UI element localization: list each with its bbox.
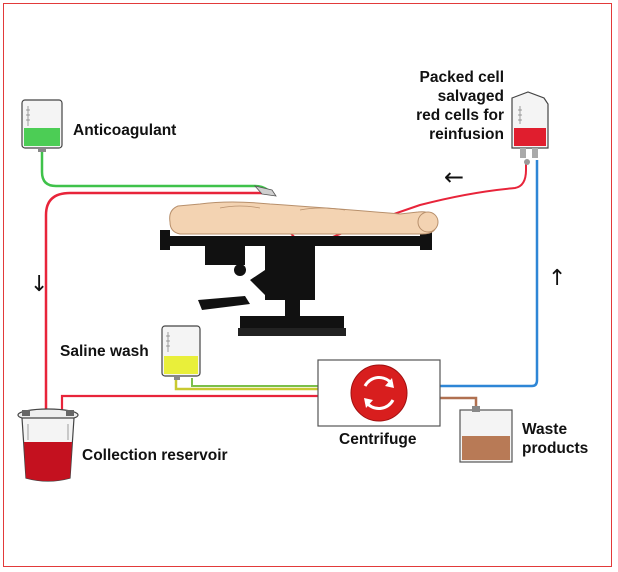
saline-line xyxy=(174,378,318,391)
suction-line xyxy=(44,191,270,410)
operating-table xyxy=(160,230,432,336)
return-line xyxy=(440,160,539,388)
anticoagulant-line xyxy=(40,150,269,192)
label-centrifuge: Centrifuge xyxy=(339,431,417,448)
label-packed-cells-line-4: reinfusion xyxy=(429,126,504,143)
label-waste-products: Waste products xyxy=(522,420,588,458)
collection-reservoir xyxy=(17,408,79,482)
label-packed-cells-line-2: salvaged xyxy=(437,88,504,105)
left-arrow: ← xyxy=(444,163,465,191)
figure-frame xyxy=(3,3,612,567)
down-arrow: ↓ xyxy=(30,272,49,297)
waste-container xyxy=(459,406,513,463)
label-packed-cells: Packed cell salvaged red cells for reinf… xyxy=(416,68,504,144)
suction-wand xyxy=(253,185,277,197)
packed-cell-bag xyxy=(511,91,549,165)
anticoagulant-bag xyxy=(21,99,63,152)
label-collection-reservoir: Collection reservoir xyxy=(82,447,228,464)
up-arrow: ↑ xyxy=(548,266,567,291)
reservoir-to-centrifuge-line xyxy=(60,394,318,410)
centrifuge xyxy=(317,359,441,427)
label-waste-line-1: Waste xyxy=(522,421,568,438)
label-saline-wash: Saline wash xyxy=(60,343,149,360)
saline-bag xyxy=(161,325,201,380)
label-anticoagulant: Anticoagulant xyxy=(73,122,177,139)
label-packed-cells-line-1: Packed cell xyxy=(419,69,504,86)
label-packed-cells-line-3: red cells for xyxy=(416,107,504,124)
label-waste-line-2: products xyxy=(522,440,589,457)
patient xyxy=(169,201,439,235)
